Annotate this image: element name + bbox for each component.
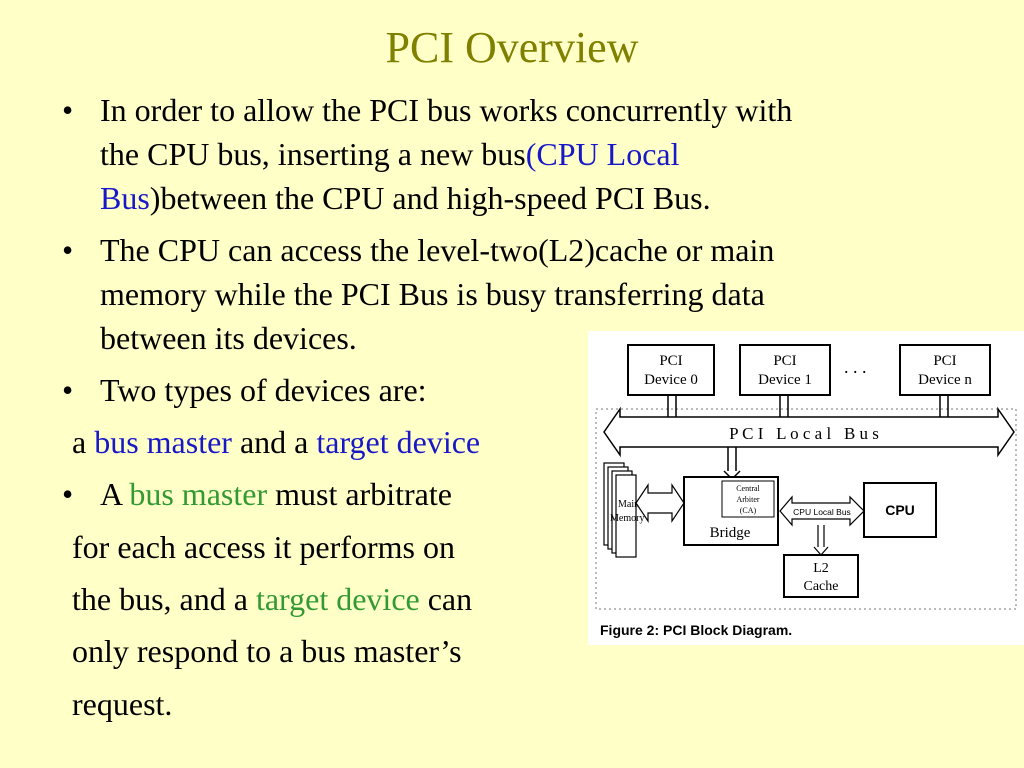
main-memory-label-1: Main (618, 499, 639, 510)
pci-local-bus-label: P C I L o c a l B u s (729, 424, 879, 443)
bullet-2-line-2: memory while the PCI Bus is busy transfe… (100, 276, 765, 312)
bullet-1-line-3: Bus)between the CPU and high-speed PCI B… (100, 176, 711, 220)
cpu-local-bus-term: (CPU Local (525, 136, 680, 172)
cpu-local-bus-arrow (779, 495, 865, 527)
target-device-term: target device (316, 424, 481, 460)
bullet-marker: • (62, 476, 74, 512)
pci-device-n-label-2: Device n (918, 372, 972, 388)
central-arbiter-box (721, 480, 775, 518)
figure-caption: Figure 2: PCI Block Diagram. (600, 622, 792, 638)
pci-block-diagram-svg: PCI Device 0 PCI Device 1 . . . PCI Devi… (595, 344, 1017, 638)
pci-device-n-label-1: PCI (933, 353, 956, 369)
bullet-4-line-2: for each access it performs on (72, 529, 455, 565)
text-and: and a (231, 424, 317, 460)
bullet-2-line-3: between its devices. (100, 320, 357, 356)
target-device-term-green: target device (255, 581, 420, 617)
l2-cache-label-2: Cache (804, 579, 839, 594)
central-arbiter-label-3: (CA) (740, 506, 757, 515)
bridge-label: Bridge (710, 525, 751, 541)
bullet-4-text: must arbitrate (267, 476, 452, 512)
central-arbiter-label-2: Arbiter (736, 495, 759, 504)
bus-master-term-green: bus master (129, 476, 268, 512)
l2-cache-box (783, 554, 859, 598)
text-a: A (100, 476, 130, 512)
cpu-local-bus-label: CPU Local Bus (793, 507, 851, 517)
diagram-frame (595, 408, 1017, 610)
bus-to-bridge-connector (723, 447, 741, 481)
l2-cache-label-1: L2 (813, 561, 829, 576)
bullet-4-text-can: can (419, 581, 473, 617)
bullet-3-line-1: Two types of devices are: (100, 372, 427, 408)
main-memory-label-2: Memory (610, 513, 644, 524)
bullet-4-text: the bus, and a (72, 581, 256, 617)
bullet-2-line-1: The CPU can access the level-two(L2)cach… (100, 232, 775, 268)
pci-device-0-label-2: Device 0 (644, 372, 698, 388)
pci-device-1-label-2: Device 1 (758, 372, 812, 388)
bullet-4-line-3: the bus, and a target device can (72, 577, 472, 621)
pci-device-0-label-1: PCI (659, 353, 682, 369)
bullet-1-text-end: )between the CPU and high-speed PCI Bus. (149, 180, 711, 216)
bullet-4-line-4: only respond to a bus master’s (72, 633, 462, 669)
main-memory-stack (603, 462, 637, 558)
pci-device-1-box: PCI Device 1 (739, 344, 831, 396)
bullet-marker: • (62, 232, 74, 268)
pci-block-diagram: PCI Device 0 PCI Device 1 . . . PCI Devi… (588, 331, 1024, 645)
bullet-marker: • (62, 92, 74, 128)
bus-master-term: bus master (94, 424, 232, 460)
slide-title: PCI Overview (385, 23, 639, 72)
text-a: a (72, 424, 95, 460)
bullet-marker: • (62, 372, 74, 408)
device-types-line: a bus master and a target device (72, 420, 480, 464)
central-arbiter-label-1: Central (736, 484, 760, 493)
l2-connector (813, 525, 829, 556)
cpu-local-bus-term-cont: Bus (100, 180, 150, 216)
pci-local-bus-arrow (603, 406, 1015, 458)
bullet-1-text: the CPU bus, inserting a new bus (100, 136, 526, 172)
pci-device-n-box: PCI Device n (899, 344, 991, 396)
bullet-4-line-5: request. (72, 686, 173, 722)
pci-device-1-label-1: PCI (773, 353, 796, 369)
memory-bridge-arrow (635, 483, 685, 523)
ellipsis-dots: . . . (844, 357, 867, 377)
device-bus-connectors (667, 395, 949, 417)
cpu-label: CPU (885, 502, 915, 518)
bullet-1-line-1: In order to allow the PCI bus works conc… (100, 92, 793, 128)
bullet-4-line-1: A bus master must arbitrate (100, 472, 452, 516)
pci-device-0-box: PCI Device 0 (627, 344, 715, 396)
cpu-box (863, 482, 937, 538)
bullet-1-line-2: the CPU bus, inserting a new bus(CPU Loc… (100, 132, 680, 176)
